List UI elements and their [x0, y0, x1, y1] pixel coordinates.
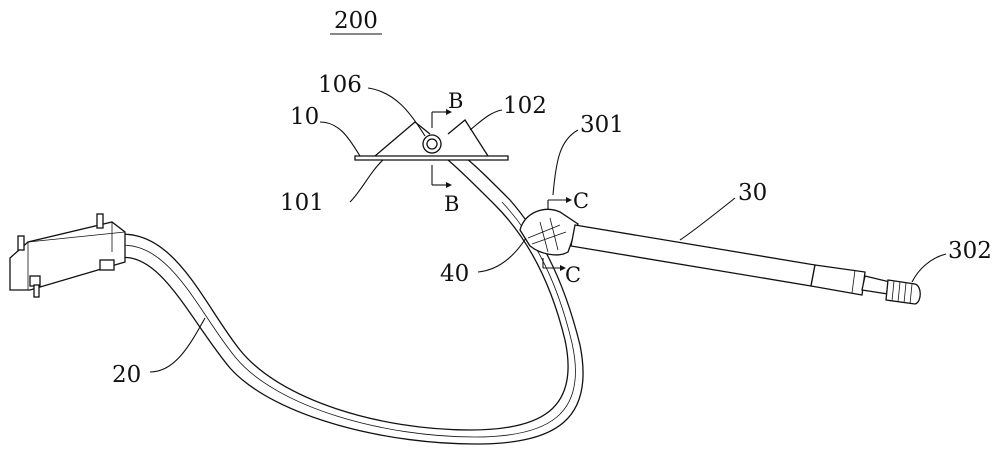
label-302: 302: [948, 238, 992, 264]
strut-collar-line: [851, 269, 856, 294]
mounting-bracket-left: [9, 213, 126, 298]
tube-inner-edge: [117, 157, 584, 445]
bracket-right-wing: [447, 119, 489, 157]
top-bracket-10: [354, 119, 509, 161]
label-101: 101: [280, 190, 324, 216]
strut-30: [570, 224, 891, 296]
bracket-left-wing: [374, 121, 431, 157]
section-b-bottom-arrowhead: [446, 182, 452, 188]
pivot-pin-inner: [426, 138, 438, 150]
label-106: 106: [318, 72, 362, 98]
bracket-top-line: [27, 231, 126, 243]
label-30: 30: [738, 180, 767, 206]
section-b-bottom-label: B: [444, 192, 459, 216]
label-102: 102: [503, 93, 547, 119]
strut-cylinder: [570, 224, 816, 287]
bracket-base-plate: [354, 155, 509, 161]
leader-10: [319, 121, 361, 157]
section-c-bottom-arrowhead: [560, 265, 566, 271]
section-c-top-label: C: [573, 189, 589, 213]
section-c-top-arrowhead: [566, 197, 572, 203]
leader-102: [469, 109, 503, 131]
joint-detail-lines: [527, 217, 567, 253]
stud-3: [33, 284, 40, 298]
end-fitting-302: [885, 279, 921, 305]
label-40: 40: [440, 261, 469, 287]
stud-1: [17, 235, 25, 251]
section-c: C C: [542, 189, 589, 287]
section-b: B B: [431, 89, 463, 216]
leader-20: [149, 317, 206, 373]
tube-centerline: [107, 201, 576, 438]
strut-rod-section: [810, 264, 866, 296]
tube-outer-edge: [99, 159, 569, 431]
label-10: 10: [290, 104, 319, 130]
figure-number: 200: [330, 8, 382, 35]
bracket-body: [9, 221, 126, 291]
label-301: 301: [580, 112, 624, 138]
leader-30: [679, 197, 736, 241]
label-20: 20: [112, 362, 141, 388]
nut-2: [99, 259, 115, 271]
end-fitting-body: [885, 279, 921, 305]
stud-2: [96, 213, 104, 229]
section-b-top-arrowhead: [446, 109, 452, 115]
section-c-bottom-label: C: [565, 263, 581, 287]
leader-301: [552, 129, 579, 196]
leaders: 10 106 102 101 301 30 302 40 20: [112, 72, 992, 388]
leader-302: [911, 253, 947, 283]
figure-number-text: 200: [334, 8, 378, 34]
end-fitting-grip-lines: [891, 280, 913, 305]
leader-40: [477, 237, 527, 273]
leader-101: [349, 159, 384, 203]
leader-106: [367, 87, 426, 137]
bent-tube-20: [99, 157, 584, 445]
strut-end-neck: [861, 275, 891, 295]
section-b-top-label: B: [448, 89, 463, 113]
